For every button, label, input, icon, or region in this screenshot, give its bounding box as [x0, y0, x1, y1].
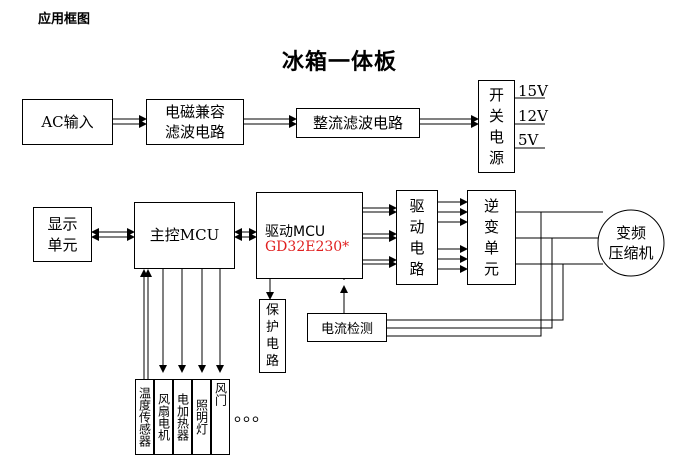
protection-circuit-label: 保 护 电 路 [265, 303, 279, 369]
driver-mcu-label: 驱动MCU [265, 224, 326, 240]
ac-input-label: AC输入 [41, 112, 94, 131]
phase-lines-to-compressor [516, 211, 603, 265]
inverter-label: 逆 变 单 元 [483, 196, 499, 278]
display-unit-box: 显示 单元 [33, 207, 92, 262]
driver-circuit-label: 驱 动 电 路 [409, 196, 425, 278]
diagram-title: 冰箱一体板 [281, 50, 397, 75]
switching-power-box: 开 关 电 源 [478, 80, 515, 173]
peripheral-lighting: 照明灯 [192, 379, 211, 455]
emc-filter-label: 电磁兼容 滤波电路 [164, 103, 225, 141]
output-15v: 15V [518, 82, 548, 100]
driver-mcu-part-number: GD32E230* [265, 239, 350, 255]
arrow-display-main-mcu [91, 228, 135, 241]
inverter-box: 逆 变 单 元 [467, 190, 516, 285]
ellipsis-more: 。。。 [234, 405, 270, 426]
peripheral-label: 温度传感器 [137, 387, 152, 447]
main-mcu-box: 主控MCU [134, 202, 235, 269]
arrows-driver-circuit-to-inverter [438, 198, 468, 273]
peripheral-lines [140, 269, 224, 379]
peripheral-temperature-sensor: 温度传感器 [135, 379, 154, 455]
arrow-ac-to-emc [113, 115, 147, 128]
rectifier-box: 整流滤波电路 [296, 108, 420, 138]
current-sense-lines [387, 212, 564, 337]
output-5v: 5V [518, 131, 539, 149]
driver-mcu-box: 驱动MCU GD32E230* [256, 192, 363, 279]
main-mcu-label: 主控MCU [149, 226, 220, 244]
display-unit-label: 显示 单元 [47, 214, 78, 254]
peripheral-label: 照明灯 [194, 399, 209, 435]
rectifier-label: 整流滤波电路 [312, 113, 403, 132]
arrow-emc-to-rectifier [244, 115, 297, 128]
peripheral-air-door: 风门 [211, 379, 230, 455]
peripheral-electric-heater: 电加热器 [173, 379, 192, 455]
peripheral-label: 风门 [213, 382, 228, 406]
switching-power-label: 开 关 电 源 [488, 85, 504, 167]
protection-circuit-box: 保 护 电 路 [259, 299, 286, 373]
current-detect-box: 电流检测 [307, 313, 387, 342]
current-detect-label: 电流检测 [320, 322, 373, 337]
compressor-label: 变频 压缩机 [608, 224, 654, 262]
driver-circuit-box: 驱 动 电 路 [396, 190, 438, 285]
peripheral-label: 风扇电机 [156, 393, 171, 441]
section-heading: 应用框图 [38, 12, 91, 27]
output-12v: 12V [518, 107, 548, 125]
peripheral-fan-motor: 风扇电机 [154, 379, 173, 455]
compressor-circle [597, 209, 665, 277]
ac-input-box: AC输入 [22, 99, 113, 145]
emc-filter-box: 电磁兼容 滤波电路 [146, 99, 244, 145]
peripheral-label: 电加热器 [175, 393, 190, 441]
arrow-rectifier-to-psu [420, 115, 479, 128]
arrow-main-mcu-driver-mcu [234, 228, 257, 241]
arrows-driver-mcu-to-driver-circuit [363, 204, 397, 268]
